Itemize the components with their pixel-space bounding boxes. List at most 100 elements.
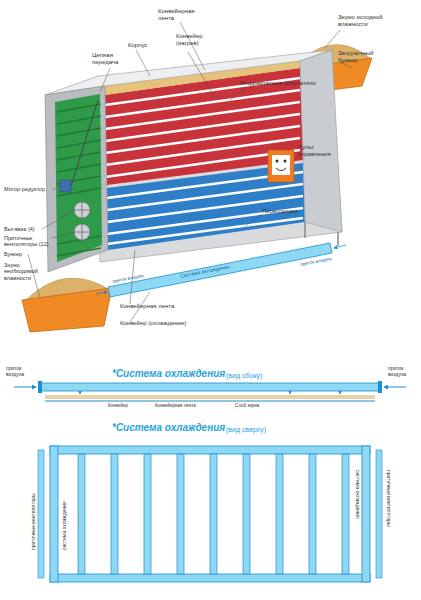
cooling-tube	[50, 446, 58, 582]
conveyor-belt	[105, 90, 300, 117]
air-flow	[80, 391, 340, 394]
cooling-tube	[243, 454, 250, 574]
cooling-tube	[78, 454, 85, 574]
conveyor-belt	[107, 218, 303, 244]
part-label: Вытяжка (4)	[4, 226, 54, 232]
view-label: (вид сверху)	[226, 426, 266, 434]
fan-blades	[74, 224, 90, 240]
panel-screen	[272, 155, 290, 175]
part-label: Зерно исходной влажности	[338, 14, 386, 28]
conveyor-belt	[45, 401, 375, 402]
cooling-tube	[40, 383, 380, 391]
leader-line	[180, 22, 205, 70]
panel-slats	[57, 104, 101, 256]
panel-button	[276, 160, 279, 163]
leg	[337, 232, 339, 246]
part-label: Конвейер	[108, 403, 128, 408]
leader-line	[340, 62, 352, 68]
panel-button	[284, 160, 287, 163]
cooling-tube	[362, 446, 370, 582]
section-heading: *Система охлаждения	[112, 368, 225, 380]
part-label: Цепная передача	[92, 52, 132, 66]
tube-flange	[378, 381, 382, 393]
chain-drive	[71, 100, 98, 186]
leader-line	[100, 68, 110, 92]
slat	[57, 140, 101, 148]
front-panel	[55, 94, 102, 262]
leader-line	[136, 50, 150, 76]
view-label: (вид сбоку)	[226, 372, 262, 380]
part-label: Конвейер (нагрев)	[176, 33, 216, 47]
control-panel	[268, 150, 294, 182]
part-label: Мотор-редуктор	[4, 186, 64, 192]
airflow-label: приток воздуха	[112, 273, 144, 284]
air-arrow	[340, 391, 341, 394]
leader-line	[52, 186, 60, 190]
cooling-branches	[78, 454, 349, 574]
section-heading: *Система охлаждения	[112, 422, 225, 434]
slat	[57, 152, 101, 160]
panel-display	[276, 168, 286, 171]
airflow-label: приток воздуха	[6, 366, 38, 378]
leg	[304, 222, 306, 238]
air-arrow	[14, 387, 36, 388]
part-label: Слой зерна	[235, 403, 259, 408]
cooling-duct	[108, 243, 332, 297]
grain-layer	[45, 395, 375, 399]
part-label: Корпус	[128, 42, 168, 49]
front-wall	[45, 86, 108, 272]
side-label: система охлаждения	[354, 470, 360, 519]
part-label: Инфракрасные излучатели	[240, 80, 340, 87]
air-arrow	[334, 245, 346, 248]
part-label: Зерно необходимой влажности	[4, 262, 46, 281]
cooling-tube	[144, 454, 151, 574]
cooling-tube	[276, 454, 283, 574]
conveyor-belt	[105, 126, 300, 153]
airflow-label: приток воздуха	[388, 366, 420, 378]
cooling-tube	[50, 574, 370, 582]
leader-line	[52, 232, 75, 238]
conveyor-belt	[107, 184, 303, 210]
fan-bar	[376, 450, 382, 578]
part-label: Бункер	[4, 251, 44, 257]
leader-line	[230, 88, 246, 100]
slat	[57, 164, 101, 172]
air-arrow	[80, 391, 81, 394]
leader-line	[42, 210, 75, 229]
cooling-tube	[50, 446, 370, 454]
conveyor-belt	[105, 114, 300, 141]
fan-bar	[38, 450, 44, 578]
leader-lines	[28, 22, 352, 322]
tube-flange	[38, 381, 42, 393]
cooling-tube	[111, 454, 118, 574]
fan	[74, 224, 90, 240]
part-label: Конвейер (охлаждение)	[120, 320, 200, 327]
cooling-tube	[342, 454, 349, 574]
part-label: Приточные вентиляторы (12)	[4, 235, 54, 248]
slat	[57, 128, 101, 136]
side-label: приточные вентиляторы	[31, 493, 37, 550]
airflow-label: приток воздуха	[300, 256, 332, 267]
cooling-tube	[309, 454, 316, 574]
conveyor-belt	[105, 102, 300, 129]
fan-blades	[74, 202, 90, 218]
cooling-tube	[177, 454, 184, 574]
side-label: система охлаждения	[62, 501, 68, 550]
slat	[57, 116, 101, 124]
part-label: Загрузочный бункер	[338, 50, 390, 64]
part-label: Пульт управления	[298, 144, 338, 158]
part-label: Конвейерная лента	[155, 403, 196, 408]
fan	[74, 202, 90, 218]
leader-line	[188, 52, 215, 98]
side-label: приточные вентиляторы	[385, 470, 391, 527]
part-label: Перегородки	[262, 208, 312, 215]
part-label: Конвейерная лента	[158, 8, 208, 22]
air-arrow	[290, 391, 291, 394]
air-arrow	[384, 387, 406, 388]
cooling-tube	[210, 454, 217, 574]
leader-line	[294, 156, 298, 162]
leader-line	[325, 30, 340, 48]
part-label: Конвейерная лента	[120, 303, 180, 310]
